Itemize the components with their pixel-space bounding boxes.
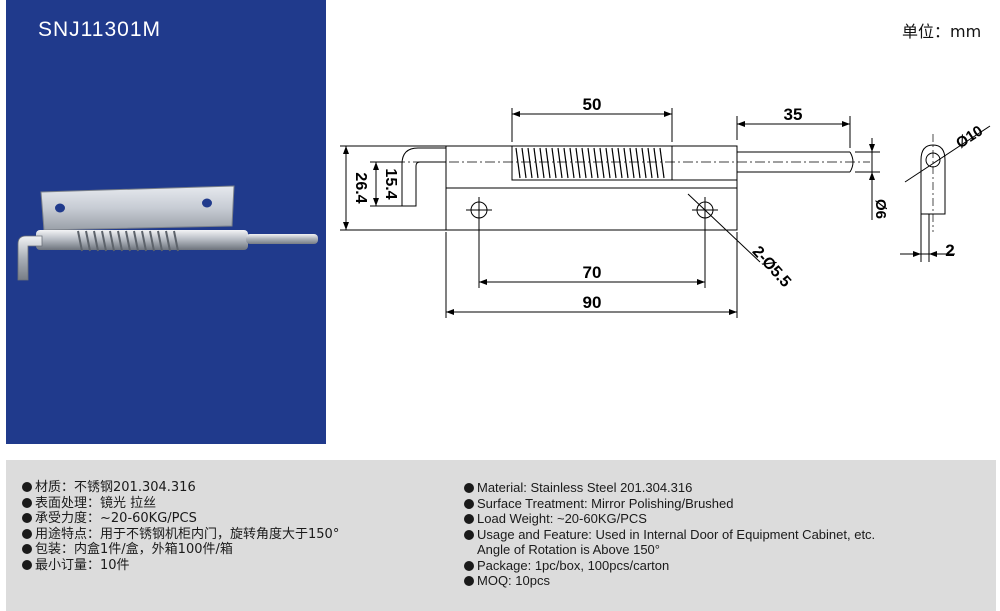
spec-item-en-continuation: Angle of Rotation is Above 150° (477, 542, 660, 557)
dim-holes: 2-Ø5.5 (749, 243, 794, 291)
specs-chinese: 材质：不锈钢201.304.316 表面处理：镜光 拉丝 承受力度：~20-60… (22, 480, 339, 573)
dim-hole-spacing: 70 (583, 263, 602, 282)
product-code: SNJ11301M (38, 18, 162, 41)
spec-item-en: MOQ: 10pcs (464, 573, 875, 589)
spec-item-en: Usage and Feature: Used in Internal Door… (464, 527, 875, 543)
dim-plate-length: 90 (583, 293, 602, 312)
bullet-icon (464, 514, 474, 524)
specs-panel: 材质：不锈钢201.304.316 表面处理：镜光 拉丝 承受力度：~20-60… (6, 460, 996, 611)
bullet-icon (22, 544, 32, 554)
spec-item-cn: 材质：不锈钢201.304.316 (22, 480, 339, 496)
spec-item-cn: 表面处理：镜光 拉丝 (22, 496, 339, 512)
bullet-icon (22, 559, 32, 570)
dim-spring-length: 50 (583, 95, 602, 114)
product-photo (17, 185, 318, 281)
technical-drawing: 50 35 26.4 15.4 70 90 2-Ø5.5 Ø6 Ø10 2 (340, 95, 991, 318)
dim-height-total: 26.4 (352, 172, 369, 203)
unit-label: 单位：mm (902, 22, 982, 41)
spec-item-cn: 包装：内盒1件/盒，外箱100件/箱 (22, 542, 339, 558)
bullet-icon (464, 529, 474, 540)
bullet-icon (22, 482, 32, 492)
specs-english: Material: Stainless Steel 201.304.316 Su… (464, 480, 875, 589)
spec-item-en: Material: Stainless Steel 201.304.316 (464, 480, 875, 496)
spec-item-en: Surface Treatment: Mirror Polishing/Brus… (464, 496, 875, 512)
bullet-icon (22, 528, 32, 539)
bullet-icon (464, 498, 474, 509)
dim-pin-diameter: Ø6 (872, 199, 889, 219)
spec-item-cn: 用途特点：用于不锈钢机柜内门，旋转角度大于150° (22, 527, 339, 543)
bullet-icon (464, 576, 474, 586)
spec-item-cn: 承受力度：~20-60KG/PCS (22, 511, 339, 527)
spec-item-en: Package: 1pc/box, 100pcs/carton (464, 558, 875, 574)
dim-plate-thickness: 2 (945, 241, 954, 260)
dim-height-hook: 15.4 (382, 168, 399, 199)
spec-item-cn: 最小订量：10件 (22, 558, 339, 574)
bullet-icon (464, 483, 474, 493)
bullet-icon (22, 497, 32, 508)
bullet-icon (464, 560, 474, 571)
dim-pin-extension: 35 (784, 105, 803, 124)
bullet-icon (22, 513, 32, 523)
product-photo-panel: SNJ11301M (6, 0, 326, 444)
spec-item-en: Load Weight: ~20-60KG/PCS (464, 511, 875, 527)
